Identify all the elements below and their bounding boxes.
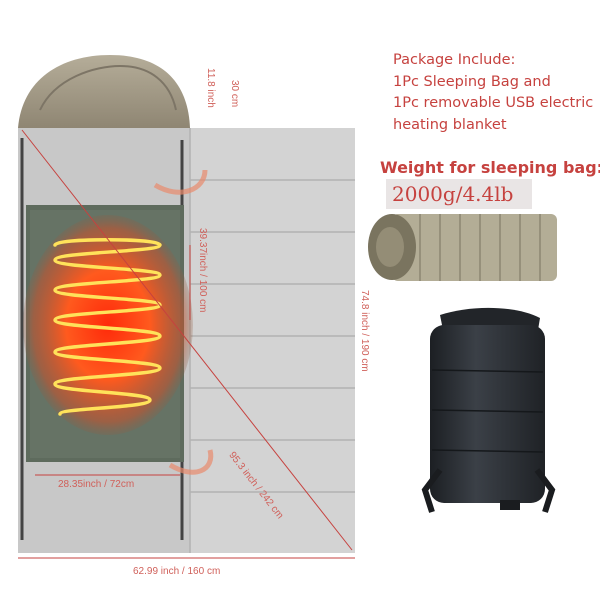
weight-label: Weight for sleeping bag: bbox=[380, 158, 600, 177]
bag-height-label: 74.8 inch / 190 cm bbox=[359, 290, 370, 372]
stuff-sack-illustration bbox=[421, 307, 556, 513]
package-title: Package Include: bbox=[393, 52, 516, 68]
hood-cm-label: 30 cm bbox=[229, 80, 240, 108]
blanket-height-label: 39.37inch / 100 cm bbox=[197, 228, 208, 313]
hood-inch-label: 11.8 inch bbox=[205, 68, 216, 108]
package-include: Package Include: 1Pc Sleeping Bag and 1P… bbox=[393, 50, 593, 136]
package-line-1: 1Pc Sleeping Bag and bbox=[393, 73, 551, 90]
bag-width-label: 62.99 inch / 160 cm bbox=[133, 566, 221, 577]
package-line-2: 1Pc removable USB electric bbox=[393, 95, 594, 111]
blanket-width-label: 28.35inch / 72cm bbox=[58, 479, 135, 490]
package-line-3: heating blanket bbox=[393, 116, 507, 133]
heating-blanket-illustration bbox=[23, 205, 193, 462]
rolled-bag-illustration bbox=[368, 214, 557, 281]
weight-value: 2000g/4.4lb bbox=[386, 179, 532, 209]
